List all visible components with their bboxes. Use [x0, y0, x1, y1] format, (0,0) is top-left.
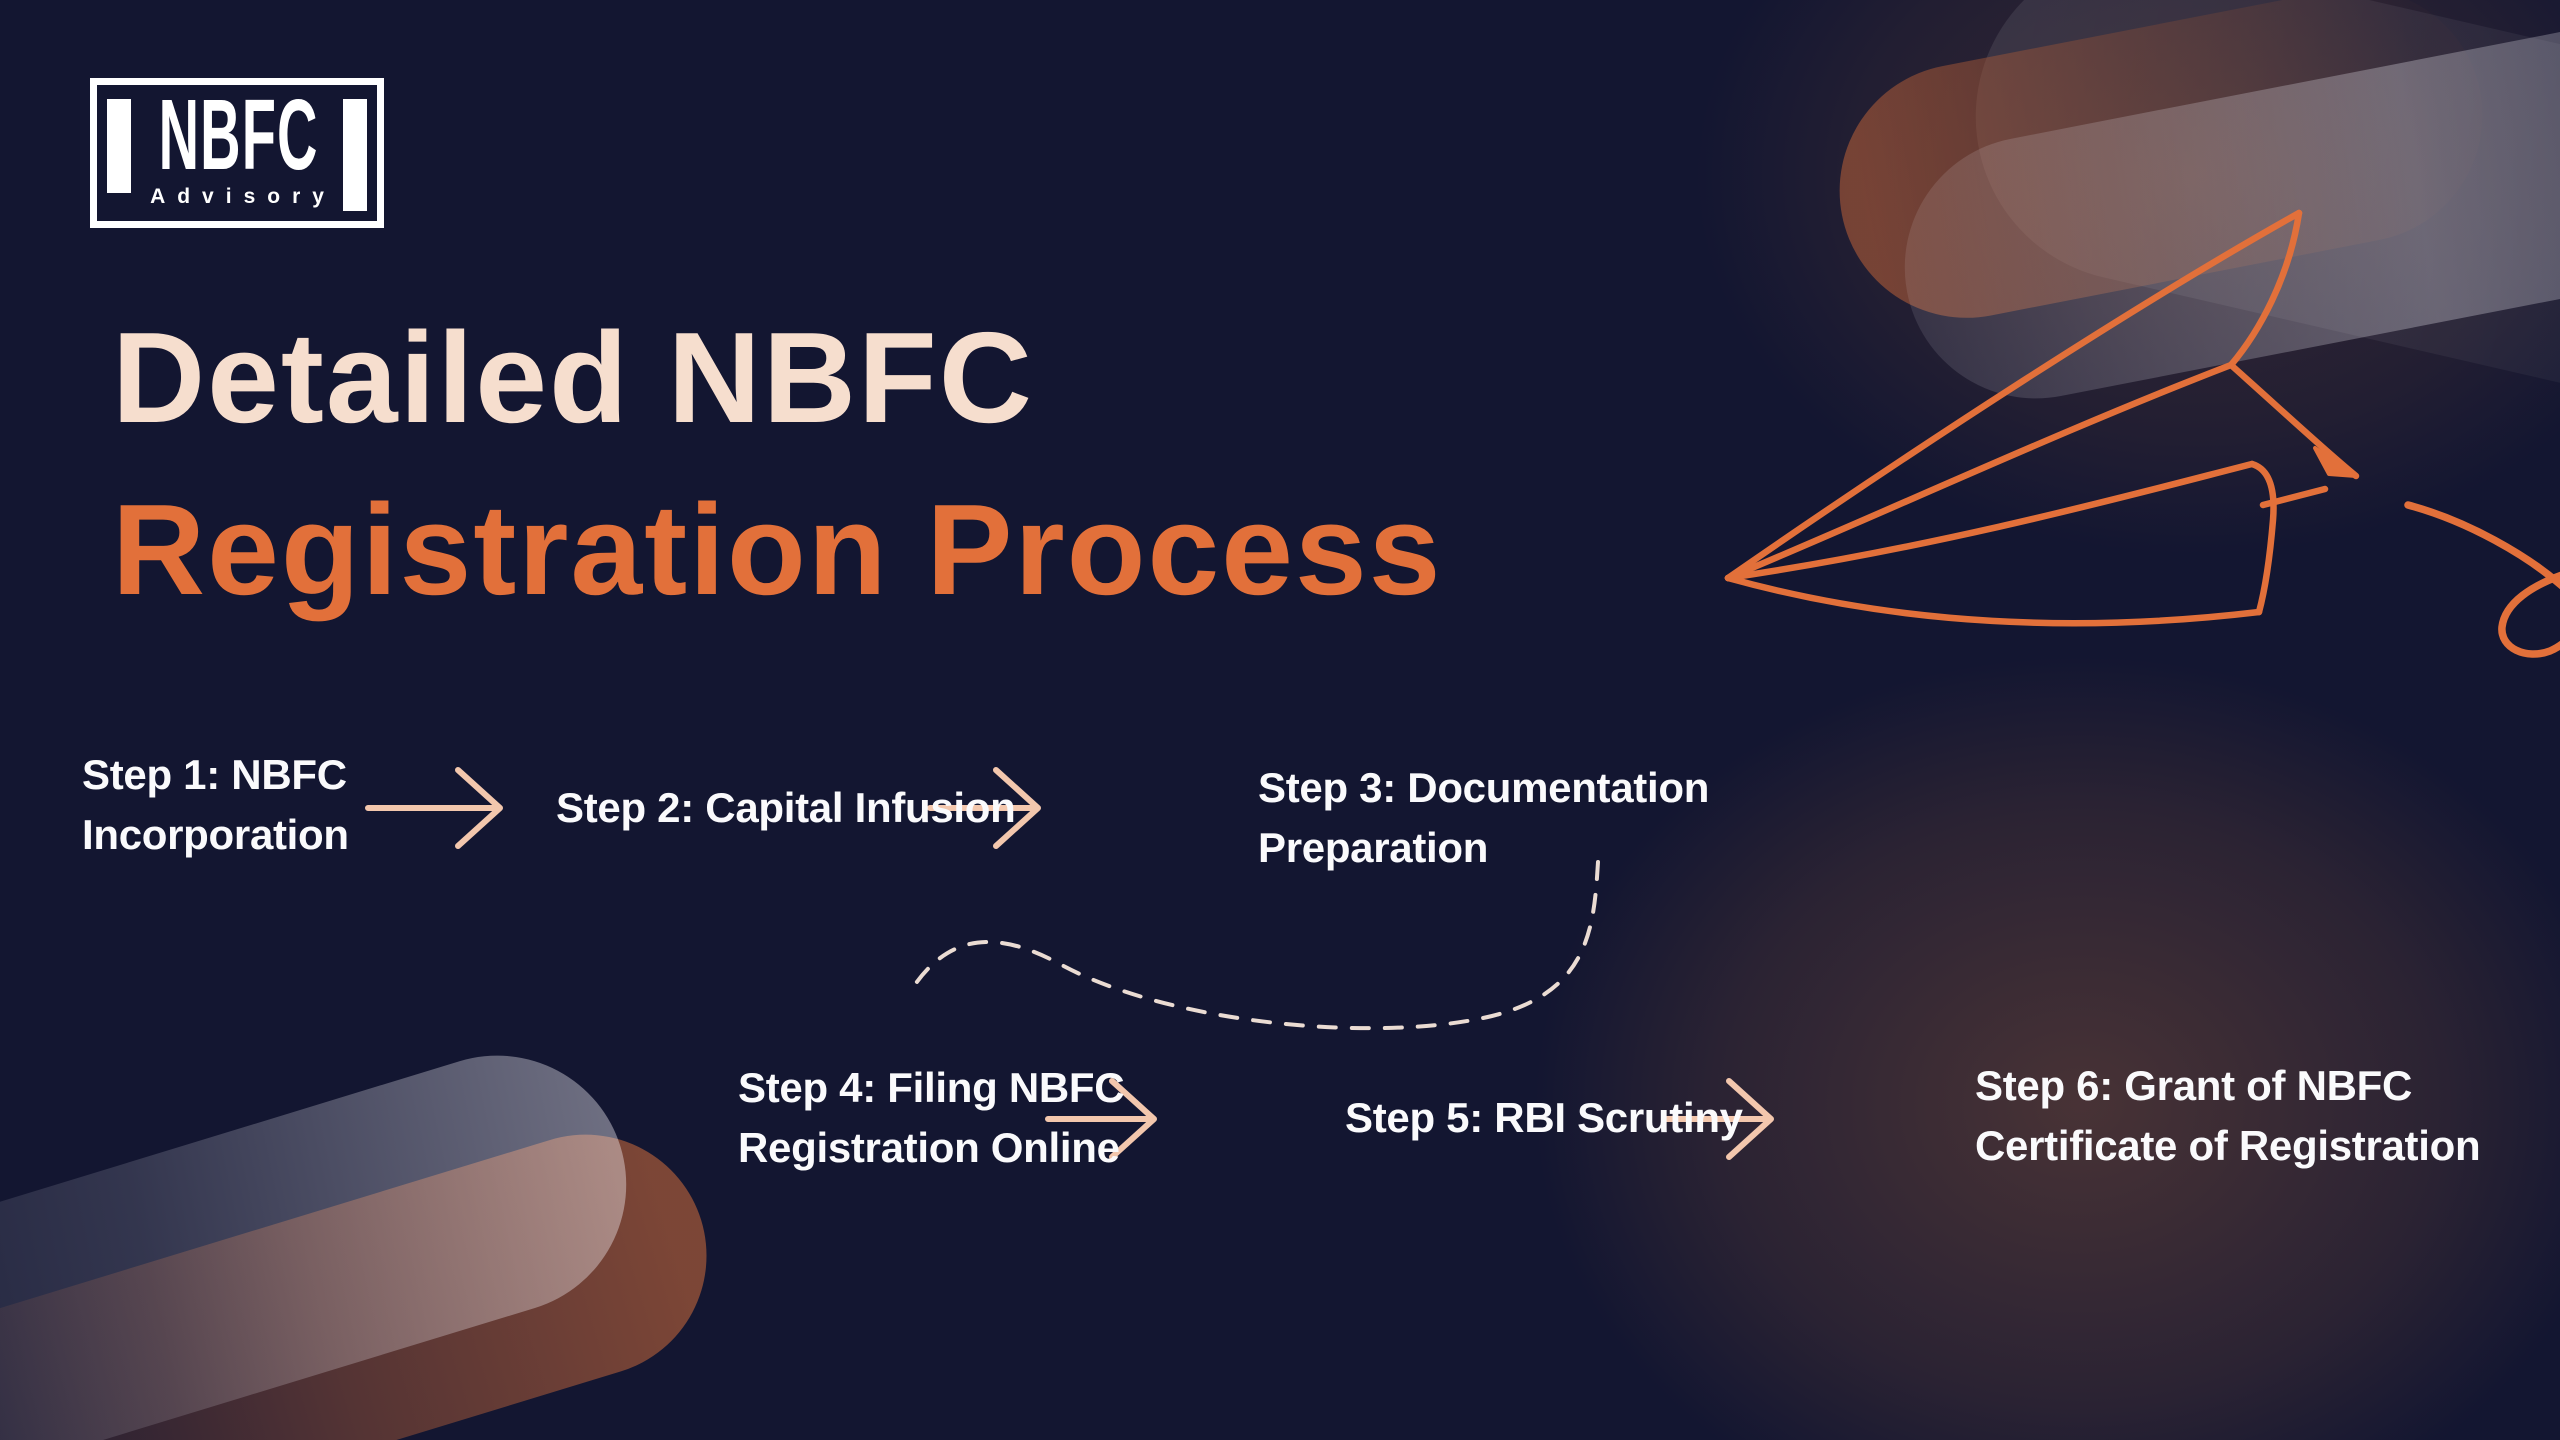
- page-title: Detailed NBFC Registration Process: [112, 292, 1442, 636]
- step-3-line2: Preparation: [1258, 824, 1489, 871]
- swoosh-curve-path: [2404, 501, 2560, 590]
- plane-bottom-edge-path: [1724, 574, 2263, 627]
- plane-fold-line-path: [2259, 485, 2329, 509]
- plane-wingtip-path: [2313, 446, 2358, 478]
- step-4-line1: Step 4: Filing NBFC: [738, 1064, 1125, 1111]
- step-6-line1: Step 6: Grant of NBFC: [1975, 1062, 2413, 1109]
- plane-leading-edge-path: [1724, 460, 2256, 582]
- arrow-step4-to-step5: [1045, 1078, 1157, 1160]
- step-2-line1: Step 2: Capital Infusion: [556, 784, 1016, 831]
- step-5-line1: Step 5: RBI Scrutiny: [1345, 1094, 1743, 1141]
- plane-keel-right-path: [2248, 460, 2277, 616]
- page-title-line1: Detailed NBFC: [112, 306, 1034, 450]
- arrow-step2-to-step3: [927, 767, 1041, 849]
- step-2-label: Step 2: Capital Infusion: [556, 778, 1016, 838]
- logo-left-bracket-bar: [107, 99, 131, 193]
- flight-swoosh-icon: [2404, 501, 2560, 658]
- step-4-label: Step 4: Filing NBFC Registration Online: [738, 1058, 1125, 1178]
- step-connectors: [365, 767, 1774, 1160]
- page-title-line2: Registration Process: [112, 478, 1443, 622]
- logo-name-text: NBFC: [158, 79, 319, 191]
- swoosh-loop-path: [2498, 571, 2560, 658]
- step-1-line1: Step 1: NBFC: [82, 751, 347, 798]
- arrow-step5-to-step6: [1662, 1078, 1774, 1160]
- logo-tagline-text: Advisory: [150, 185, 336, 208]
- step-3-line1: Step 3: Documentation: [1258, 764, 1710, 811]
- plane-body-top-edge-path: [1724, 361, 2235, 582]
- logo-right-bracket-bar: [343, 99, 367, 211]
- plane-wing-right-edge-path: [2227, 361, 2360, 480]
- arrow-step1-to-step2: [365, 767, 503, 849]
- step-3-label: Step 3: Documentation Preparation: [1258, 758, 1709, 878]
- step-6-line2: Certificate of Registration: [1975, 1122, 2481, 1169]
- nbfc-advisory-logo: NBFC Advisory: [90, 78, 384, 228]
- paper-plane-icon: [1724, 209, 2360, 627]
- step-6-label: Step 6: Grant of NBFC Certificate of Reg…: [1975, 1056, 2481, 1176]
- dashed-connector-step3-to-step4: [912, 860, 1600, 1031]
- step-4-line2: Registration Online: [738, 1124, 1120, 1171]
- plane-fin-right-edge-path: [2227, 209, 2303, 369]
- step-5-label: Step 5: RBI Scrutiny: [1345, 1088, 1743, 1148]
- plane-upper-edge-path: [1724, 209, 2303, 582]
- step-1-line2: Incorporation: [82, 811, 349, 858]
- step-1-label: Step 1: NBFC Incorporation: [82, 745, 349, 865]
